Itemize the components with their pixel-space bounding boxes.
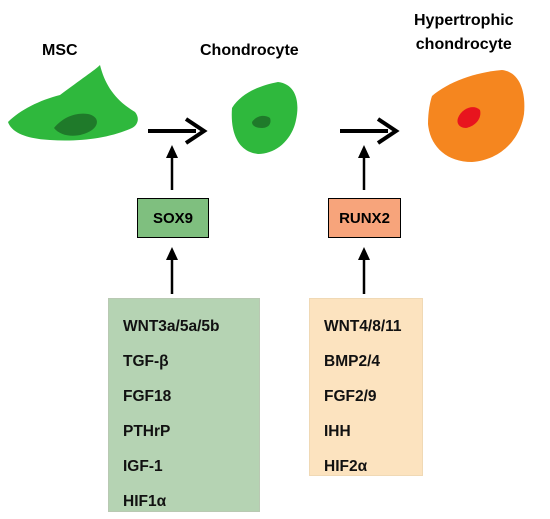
factor-item: WNT3a/5a/5b [123,318,220,335]
factor-item: WNT4/8/11 [324,318,402,335]
factor-item: TGF-β [123,353,169,370]
msc-cell [8,65,138,141]
hypertrophic-label-line2: chondrocyte [415,36,512,54]
sox9-box: SOX9 [137,198,209,238]
msc-label: MSC [42,42,78,59]
factors-right-box: WNT4/8/11 BMP2/4 FGF2/9 IHH HIF2α [309,298,423,476]
factor-item: HIF1α [123,493,167,510]
arrow-msc-to-chondrocyte-head [184,117,208,145]
factor-item: IHH [324,423,351,440]
runx2-box: RUNX2 [328,198,401,238]
arrow-factors-left-up-head [166,247,178,260]
msc-nucleus [54,113,97,136]
arrow-factors-right-up-head [358,247,370,260]
arrow-sox9-up-head [166,145,178,158]
hypertrophic-nucleus [457,107,481,128]
factor-item: PTHrP [123,423,171,440]
chondrocyte-nucleus [252,115,271,128]
factor-item: HIF2α [324,458,368,475]
arrow-runx2-up-head [358,145,370,158]
factor-item: IGF-1 [123,458,163,475]
hypertrophic-label: Hypertrophic chondrocyte [414,12,514,55]
factor-item: FGF18 [123,388,172,405]
factor-item: FGF2/9 [324,388,377,405]
hypertrophic-label-line1: Hypertrophic [414,12,514,29]
arrow-chondrocyte-to-hypertrophic-head [376,117,400,145]
factors-left-box: WNT3a/5a/5b TGF-β FGF18 PTHrP IGF-1 HIF1… [108,298,260,512]
factor-item: BMP2/4 [324,353,380,370]
chondrocyte-label: Chondrocyte [200,42,299,59]
